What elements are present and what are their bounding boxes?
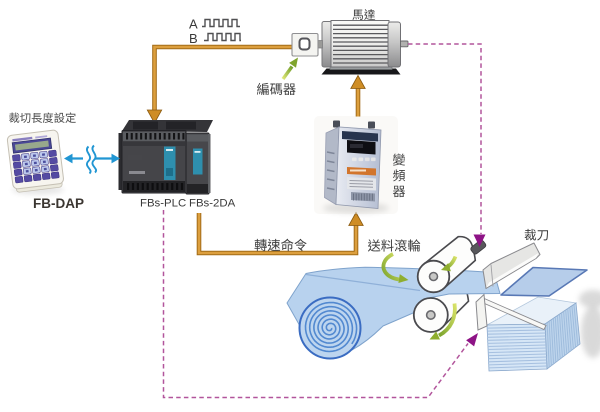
svg-text:A: A (189, 17, 198, 32)
svg-text:FB-DAP: FB-DAP (33, 196, 84, 211)
svg-text:B: B (189, 31, 198, 46)
svg-text:FBs-PLC: FBs-PLC (140, 198, 186, 210)
svg-text:FBs-2DA: FBs-2DA (189, 198, 236, 210)
